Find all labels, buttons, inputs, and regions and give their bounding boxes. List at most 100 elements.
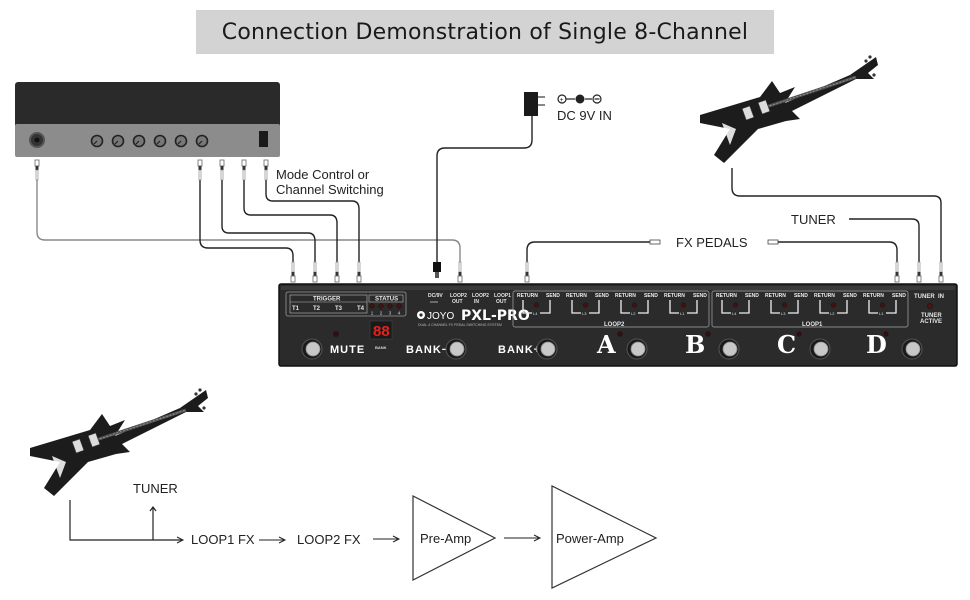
switch-led bbox=[617, 331, 623, 337]
switch-led bbox=[705, 331, 711, 337]
footswitch-d[interactable] bbox=[901, 338, 923, 360]
amp-knob bbox=[195, 134, 209, 148]
fx-return-cable bbox=[778, 241, 898, 262]
chain-step-loop1: LOOP1 FX bbox=[191, 532, 255, 547]
center-pin-symbol bbox=[575, 94, 585, 104]
tuner-active-label-2: ACTIVE bbox=[920, 319, 942, 325]
brand-name: JOYO bbox=[427, 311, 454, 322]
switch-b-label: B bbox=[685, 330, 705, 359]
send-label: SEND bbox=[546, 293, 560, 299]
send-label: SEND bbox=[745, 293, 759, 299]
channel-led bbox=[733, 302, 738, 308]
trigger-t2: T2 bbox=[313, 306, 321, 312]
footswitch-c[interactable] bbox=[809, 338, 831, 360]
arrow-2 bbox=[373, 535, 401, 543]
loop1-label: LOOP1 bbox=[802, 322, 823, 328]
loop2-group bbox=[512, 290, 710, 328]
tuner-cable bbox=[849, 218, 920, 262]
send-label: SEND bbox=[644, 293, 658, 299]
send-label: SEND bbox=[843, 293, 857, 299]
tuner-jack-label: TUNER bbox=[914, 294, 935, 300]
channel-label: L3 bbox=[582, 311, 587, 316]
title-banner: Connection Demonstration of Single 8-Cha… bbox=[196, 10, 774, 54]
fx-pedals-label: FX PEDALS bbox=[676, 235, 748, 250]
channel-label: L1 bbox=[879, 311, 884, 316]
tuner-active-label-1: TUNER bbox=[921, 313, 942, 319]
footswitch-a[interactable] bbox=[626, 338, 648, 360]
chain-tuner-label: TUNER bbox=[133, 481, 178, 496]
footswitch-bank-up[interactable] bbox=[536, 338, 558, 360]
bank-display-label: BANK bbox=[375, 345, 387, 350]
guitar-cable bbox=[731, 168, 942, 262]
jack-label-top: LOOP1 bbox=[494, 293, 511, 299]
send-label: SEND bbox=[693, 293, 707, 299]
loop1-channel: RETURN SEND L1 bbox=[863, 293, 906, 316]
footswitch-mute[interactable] bbox=[301, 338, 323, 360]
status-label: STATUS bbox=[375, 297, 398, 303]
signal-chain: TUNER LOOP1 FX LOOP2 FX Pre-Amp Power-Am… bbox=[28, 386, 658, 589]
return-label: RETURN bbox=[863, 293, 884, 299]
loop2-channel: RETURN SEND L1 bbox=[664, 293, 707, 316]
return-label: RETURN bbox=[664, 293, 685, 299]
tuner-branch bbox=[149, 506, 157, 540]
return-label: RETURN bbox=[517, 293, 538, 299]
switch-led bbox=[883, 331, 889, 337]
return-label: RETURN bbox=[765, 293, 786, 299]
switch-leds bbox=[617, 331, 889, 337]
amp-power-switch bbox=[259, 131, 268, 147]
switch-c-label: C bbox=[777, 330, 796, 359]
send-label: SEND bbox=[892, 293, 906, 299]
loop1-group bbox=[711, 290, 909, 328]
status-led bbox=[396, 303, 402, 309]
channel-led bbox=[880, 302, 885, 308]
channel-led bbox=[534, 302, 539, 308]
trigger-t1: T1 bbox=[292, 306, 300, 312]
channel-label: L3 bbox=[781, 311, 786, 316]
channel-led bbox=[583, 302, 588, 308]
model-name: PXL-PRO bbox=[461, 308, 530, 324]
amp-knob bbox=[111, 134, 125, 148]
status-led-number: 3 bbox=[389, 311, 392, 316]
return-label: RETURN bbox=[615, 293, 636, 299]
power-adapter: + DC 9V IN bbox=[433, 92, 612, 278]
chain-step-preamp: Pre-Amp bbox=[420, 531, 471, 546]
amp-knobs bbox=[90, 134, 209, 148]
return-label: RETURN bbox=[814, 293, 835, 299]
fx-send-cable bbox=[526, 241, 650, 262]
jack-label-bottom: IN bbox=[474, 299, 479, 305]
mode-control-label-line1: Mode Control or bbox=[276, 167, 370, 182]
footswitch-b[interactable] bbox=[718, 338, 740, 360]
amp-knob bbox=[90, 134, 104, 148]
svg-text:+: + bbox=[560, 97, 564, 104]
footswitch-bank-down[interactable] bbox=[445, 338, 467, 360]
bank-display-value: 88 bbox=[373, 323, 390, 340]
channel-label: L1 bbox=[680, 311, 685, 316]
switch-led bbox=[796, 331, 802, 337]
power-cable bbox=[436, 116, 533, 262]
dc-9v-label: DC 9V IN bbox=[557, 108, 612, 123]
chain-step-loop2: LOOP2 FX bbox=[297, 532, 361, 547]
signal-line bbox=[69, 500, 182, 541]
loop2-label: LOOP2 bbox=[604, 322, 625, 328]
mode-control-label-line2: Channel Switching bbox=[276, 182, 384, 197]
amp-knob bbox=[132, 134, 146, 148]
in-jack-label: IN bbox=[938, 294, 944, 300]
channel-led bbox=[782, 302, 787, 308]
status-led-number: 2 bbox=[380, 311, 383, 316]
guitar-bottom bbox=[28, 386, 210, 498]
return-label: RETURN bbox=[566, 293, 587, 299]
channel-led bbox=[681, 302, 686, 308]
status-led bbox=[369, 303, 375, 309]
send-label: SEND bbox=[595, 293, 609, 299]
arrow-1 bbox=[259, 536, 287, 544]
arrow-3 bbox=[504, 534, 542, 542]
diagram-title: Connection Demonstration of Single 8-Cha… bbox=[221, 19, 749, 45]
